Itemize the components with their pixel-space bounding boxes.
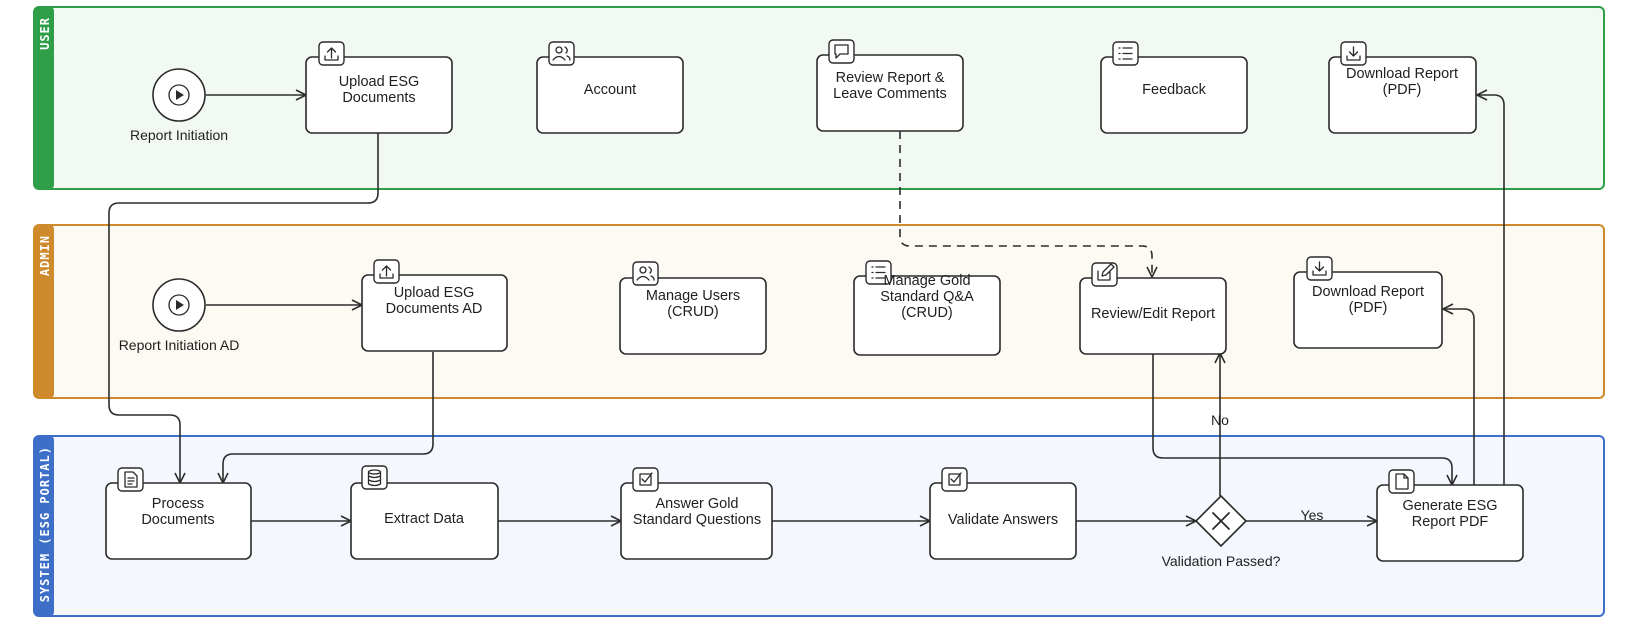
edge-review-to-admin-review [899, 131, 1158, 278]
download-icon [1340, 41, 1367, 66]
task-sys-extract-label: Extract Data [384, 511, 465, 527]
edge-generate-to-admin-download [1442, 303, 1475, 485]
task-user-account[interactable]: Account [536, 41, 684, 134]
task-admin-review-label: Review/Edit Report [1091, 306, 1215, 322]
lane-system-header [34, 436, 54, 616]
task-user-download-label: Download Report(PDF) [1346, 66, 1458, 98]
edge-label-no: No [1211, 412, 1229, 428]
upload-icon [318, 41, 345, 66]
task-user-review[interactable]: Review Report &Leave Comments [816, 39, 964, 132]
lane-system: SYSTEM (ESG PORTAL) [33, 435, 1605, 617]
task-user-review-label: Review Report &Leave Comments [833, 70, 947, 102]
comment-icon [828, 39, 855, 64]
user-start-label: Report Initiation [130, 127, 228, 143]
database-icon [361, 465, 388, 490]
lane-admin-title: ADMIN [38, 235, 52, 276]
users-icon [548, 41, 575, 66]
task-admin-users[interactable]: Manage Users(CRUD) [619, 261, 767, 355]
file-icon [1388, 469, 1415, 494]
user-start-event[interactable]: Report Initiation [130, 68, 228, 143]
lane-admin-header [34, 225, 54, 398]
task-sys-extract[interactable]: Extract Data [350, 465, 499, 560]
edge-generate-to-user-download [1476, 89, 1505, 485]
task-user-account-label: Account [584, 82, 636, 98]
task-sys-validate[interactable]: Validate Answers [929, 467, 1077, 560]
edges: Yes No [108, 89, 1505, 527]
task-admin-download-label: Download Report(PDF) [1312, 284, 1424, 316]
edge-admin-review-to-generate [1152, 354, 1458, 486]
checkbox-icon [941, 467, 968, 492]
download-icon [1306, 256, 1333, 281]
task-admin-download[interactable]: Download Report(PDF) [1293, 256, 1443, 349]
edge-label-yes: Yes [1301, 507, 1324, 523]
admin-start-label: Report Initiation AD [119, 337, 240, 353]
lane-system-body [33, 435, 1605, 617]
task-user-download[interactable]: Download Report(PDF) [1328, 41, 1477, 134]
play-icon [168, 294, 190, 316]
users-icon [632, 261, 659, 286]
list-icon [1112, 41, 1139, 66]
upload-icon [373, 259, 400, 284]
task-user-feedback-label: Feedback [1142, 82, 1206, 98]
x-icon [1212, 512, 1230, 530]
lane-user-header [34, 7, 54, 189]
list-icon [865, 260, 892, 285]
edge-admin-upload-to-process [217, 352, 434, 484]
checkbox-icon [632, 467, 659, 492]
edge-user-upload-to-process [108, 133, 379, 484]
task-sys-validate-label: Validate Answers [948, 512, 1058, 528]
play-icon [168, 84, 190, 106]
lane-system-title: SYSTEM (ESG PORTAL) [38, 446, 52, 602]
gateway-validation[interactable]: Validation Passed? [1162, 494, 1281, 569]
admin-start-event[interactable]: Report Initiation AD [119, 278, 240, 353]
edit-icon [1091, 262, 1118, 287]
gateway-validation-label: Validation Passed? [1162, 553, 1281, 569]
document-icon [117, 467, 144, 492]
task-admin-review[interactable]: Review/Edit Report [1079, 262, 1227, 355]
task-user-feedback[interactable]: Feedback [1100, 41, 1248, 134]
task-admin-users-label: Manage Users(CRUD) [646, 288, 740, 320]
lane-user-title: USER [38, 17, 52, 50]
